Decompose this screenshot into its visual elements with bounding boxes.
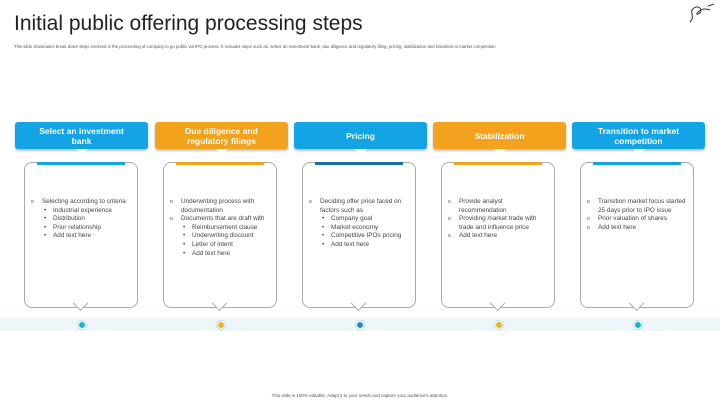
step-bullets: Provide analyst recommendationProviding … <box>448 198 550 241</box>
bullet-item: Add text here <box>170 250 272 259</box>
step-header: Transition to market competition <box>572 122 705 155</box>
step-card: Underwriting process with documentationD… <box>163 162 277 312</box>
bullet-item: Add text here <box>309 241 411 250</box>
step-bullets: Deciding offer price faced on factors su… <box>309 198 411 250</box>
bullet-item: Letter of intent <box>170 241 272 250</box>
step-card: Provide analyst recommendationProviding … <box>441 162 555 312</box>
bullet-item: Add text here <box>448 232 550 241</box>
card-accent-bar <box>593 162 681 165</box>
step-card: Transition market focus started 25 days … <box>580 162 694 312</box>
step-card: Deciding offer price faced on factors su… <box>302 162 416 312</box>
page-subtitle: This slide showcases break down steps in… <box>14 44 496 49</box>
signature-icon <box>689 3 715 23</box>
card-pointer <box>72 295 89 312</box>
step-bullets: Transition market focus started 25 days … <box>587 198 689 232</box>
bullet-item: Transition market focus started 25 days … <box>587 198 689 215</box>
timeline-dot <box>634 321 642 329</box>
bullet-item: Prior relationship <box>31 224 133 233</box>
bullet-item: Company goal <box>309 215 411 224</box>
step-header-label: Stabilization <box>474 130 525 141</box>
card-accent-bar <box>454 162 542 165</box>
bullet-item: Deciding offer price faced on factors su… <box>309 198 411 215</box>
bullet-item: Documents that are draft with <box>170 215 272 224</box>
bullet-item: Competitive IPOs pricing <box>309 232 411 241</box>
bullet-item: Prior valuation of shares <box>587 215 689 224</box>
page-title: Initial public offering processing steps <box>14 12 363 35</box>
card-pointer <box>628 295 645 312</box>
bullet-item: Add text here <box>31 232 133 241</box>
bullet-item: Add text here <box>587 224 689 233</box>
timeline-dot <box>78 321 86 329</box>
step-header-label: Select an investment bank <box>39 125 124 146</box>
timeline-dot <box>356 321 364 329</box>
timeline-dot <box>495 321 503 329</box>
bullet-item: Providing market trade with trade and in… <box>448 215 550 232</box>
bullet-item: Reimbursement clause <box>170 224 272 233</box>
footer-note: This slide is 100% editable. Adapt it to… <box>271 393 449 398</box>
card-accent-bar <box>315 162 403 165</box>
step-header: Stabilization <box>433 122 566 155</box>
step-header-label: Pricing <box>346 130 375 141</box>
step-header: Pricing <box>294 122 427 155</box>
card-pointer <box>211 295 228 312</box>
card-pointer <box>350 295 367 312</box>
step-header-label: Transition to market competition <box>597 125 680 146</box>
bullet-item: Underwriting process with documentation <box>170 198 272 215</box>
bullet-item: Distribution <box>31 215 133 224</box>
step-card: Selecting according to criteriaIndustria… <box>24 162 138 312</box>
bullet-item: Market economy <box>309 224 411 233</box>
bullet-item: Underwriting discount <box>170 232 272 241</box>
card-accent-bar <box>176 162 264 165</box>
bullet-item: Industrial experience <box>31 207 133 216</box>
card-pointer <box>489 295 506 312</box>
bullet-item: Selecting according to criteria <box>31 198 133 207</box>
timeline-dot <box>217 321 225 329</box>
bullet-item: Provide analyst recommendation <box>448 198 550 215</box>
card-accent-bar <box>37 162 125 165</box>
step-bullets: Selecting according to criteriaIndustria… <box>31 198 133 241</box>
step-header: Select an investment bank <box>15 122 148 155</box>
step-header-label: Due diligence and regulatory filings <box>185 125 258 146</box>
step-bullets: Underwriting process with documentationD… <box>170 198 272 258</box>
step-header: Due diligence and regulatory filings <box>155 122 288 155</box>
